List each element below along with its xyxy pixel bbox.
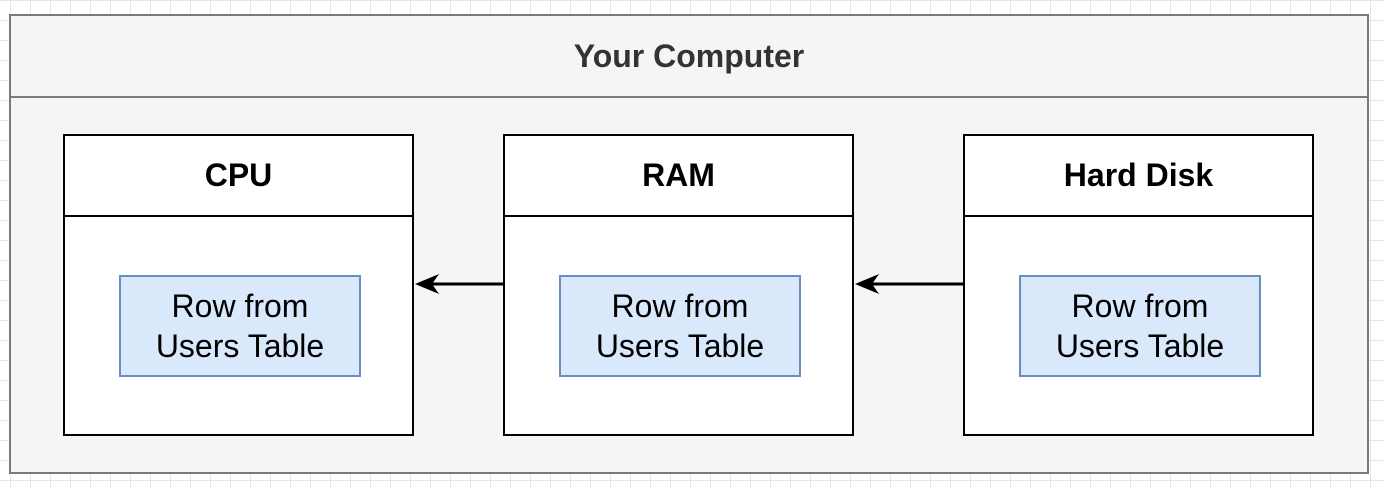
- hard-disk-box: Hard Disk Row from Users Table: [963, 134, 1314, 436]
- hard-disk-header: Hard Disk: [965, 136, 1312, 217]
- cpu-box: CPU Row from Users Table: [63, 134, 414, 436]
- cpu-users-row: Row from Users Table: [119, 275, 361, 377]
- hard-disk-users-row: Row from Users Table: [1019, 275, 1261, 377]
- ram-box: RAM Row from Users Table: [503, 134, 854, 436]
- arrow-ram-to-cpu: [415, 274, 505, 294]
- arrow-disk-to-ram: [855, 274, 965, 294]
- ram-users-row-label: Row from Users Table: [595, 288, 765, 364]
- hard-disk-users-row-label: Row from Users Table: [1055, 288, 1225, 364]
- ram-users-row: Row from Users Table: [559, 275, 801, 377]
- cpu-users-row-label: Row from Users Table: [155, 288, 325, 364]
- your-computer-title: Your Computer: [573, 37, 805, 74]
- cpu-title: CPU: [204, 157, 273, 193]
- ram-header: RAM: [505, 136, 852, 217]
- ram-title: RAM: [642, 157, 715, 193]
- your-computer-header: Your Computer: [11, 16, 1367, 98]
- hard-disk-title: Hard Disk: [1063, 157, 1214, 193]
- cpu-header: CPU: [65, 136, 412, 217]
